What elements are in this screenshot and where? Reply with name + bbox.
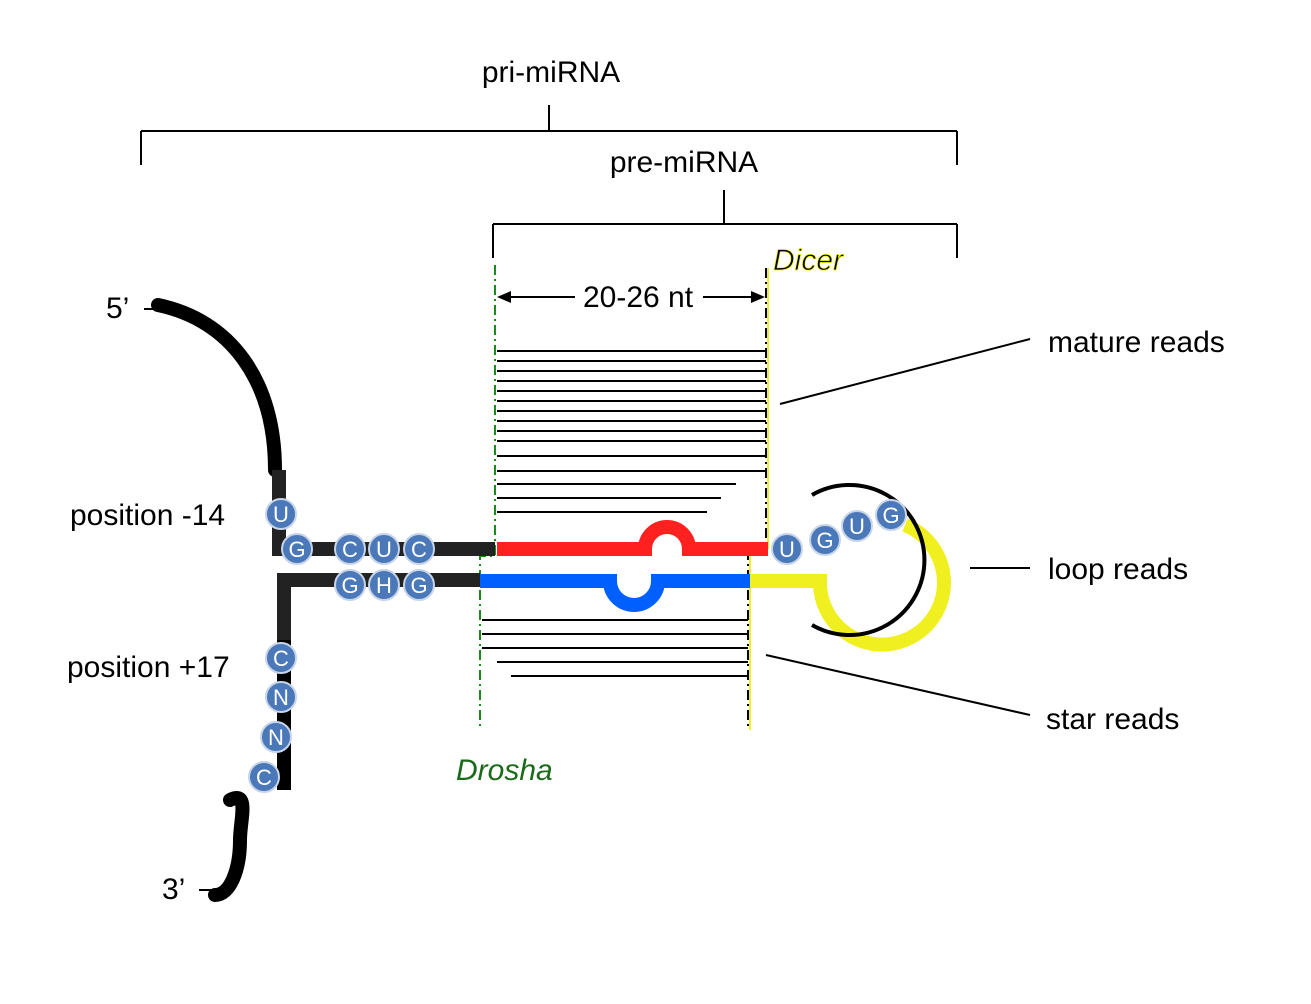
nt-circle-top-u	[368, 533, 400, 565]
nt-bottom-g1: G	[341, 573, 358, 598]
nt-circle-tail-c1	[265, 642, 297, 674]
nt-loop-u1: U	[779, 537, 795, 562]
nt-bottom-h: H	[376, 573, 392, 598]
nt-top-left-u: U	[273, 502, 289, 527]
nt-circle-bottom-g1	[334, 569, 366, 601]
pre-mirna-label: pre-miRNA	[610, 146, 758, 179]
nt-loop-g1: G	[816, 528, 833, 553]
nt-top-c1: C	[342, 537, 358, 562]
star-reads	[482, 619, 748, 677]
length-arrow	[497, 291, 765, 303]
nt-top-u: U	[376, 537, 392, 562]
nt-top-c2: C	[411, 537, 427, 562]
nucleotide-letters: U G C U C G H G C N N C U G U G	[256, 502, 900, 790]
loop-reads-label: loop reads	[1048, 553, 1188, 586]
pre-mirna-bracket	[492, 190, 958, 258]
three-prime-label: 3’	[162, 873, 185, 906]
pri-mirna-bracket	[140, 105, 958, 165]
nt-circle-loop-g1	[809, 524, 841, 556]
loop-reads-arc	[811, 483, 927, 637]
nt-circle-tail-n2	[260, 721, 292, 753]
drosha-cut-line	[479, 265, 496, 730]
nt-circle-bottom-h	[368, 569, 400, 601]
mature-reads-pointer	[779, 338, 1031, 405]
flanking-strands	[151, 298, 282, 902]
nt-circle-top-left-u	[265, 498, 297, 530]
nucleotides	[248, 498, 907, 793]
nt-tail-c2: C	[256, 765, 272, 790]
flanking-stems	[272, 470, 495, 790]
nt-top-g: G	[288, 537, 305, 562]
nt-circle-top-c1	[334, 533, 366, 565]
star-reads-label: star reads	[1046, 703, 1179, 736]
nt-tail-c1: C	[273, 646, 289, 671]
nt-circle-bottom-g2	[403, 569, 435, 601]
mature-reads	[497, 350, 766, 513]
position-minus14-label: position -14	[70, 499, 225, 532]
star-reads-pointer	[765, 654, 1031, 716]
nt-bottom-g2: G	[410, 573, 427, 598]
nt-tail-n1: N	[273, 685, 289, 710]
loop-strand	[750, 518, 951, 652]
mature-reads-label: mature reads	[1048, 326, 1225, 359]
nt-circle-loop-u1	[771, 533, 803, 565]
mature-strand	[497, 520, 768, 556]
nt-circle-tail-n1	[265, 681, 297, 713]
nt-loop-g2: G	[882, 503, 899, 528]
pri-mirna-label: pri-miRNA	[482, 56, 620, 89]
drosha-label: Drosha	[456, 754, 553, 787]
position-plus17-label: position +17	[67, 651, 230, 684]
nt-tail-n2: N	[268, 725, 284, 750]
nt-circle-top-g	[281, 533, 313, 565]
five-prime-label: 5’	[106, 292, 129, 325]
star-strand	[480, 574, 750, 612]
nt-loop-u2: U	[849, 514, 865, 539]
dicer-label: Dicer	[773, 244, 844, 277]
nt-circle-loop-g2	[875, 499, 907, 531]
nt-circle-tail-c2	[248, 761, 280, 793]
length-label: 20-26 nt	[583, 281, 694, 314]
dicer-cut-line	[747, 268, 769, 730]
nt-circle-top-c2	[403, 533, 435, 565]
nt-circle-loop-u2	[841, 510, 873, 542]
